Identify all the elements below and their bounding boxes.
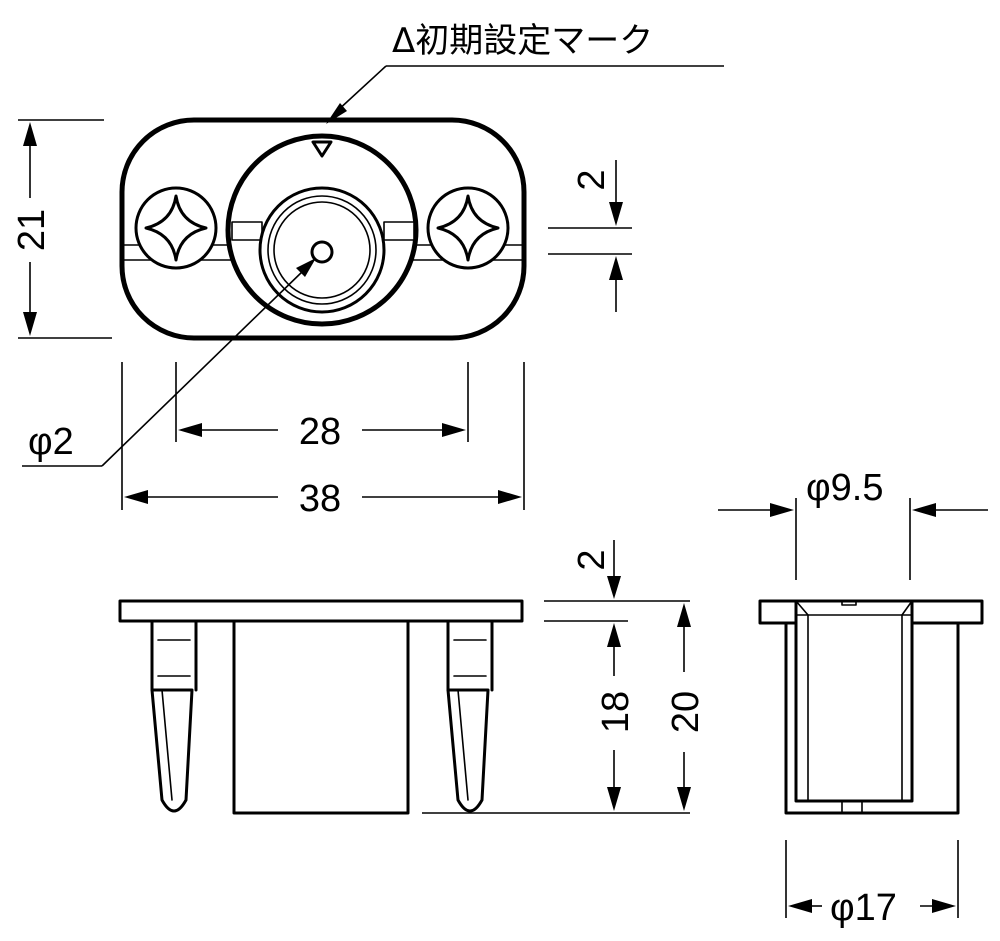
dim-width-38: 38 [121,362,525,520]
dim-front-heights: 2 18 20 [422,540,707,814]
initial-mark-triangle [311,140,333,158]
left-screw [134,186,218,270]
dim-diameter-9-5: φ9.5 [718,467,988,580]
dim-gap-2-top: 2 [548,160,632,312]
side-view [758,599,984,815]
right-pin [446,619,494,813]
dim-2-flange-label: 2 [571,549,613,570]
dim-2-top-label: 2 [571,169,613,190]
center-hole [310,240,334,264]
plate-outline [119,117,527,341]
dim-18-label: 18 [595,691,637,733]
dim-20-label: 20 [665,691,707,733]
front-view [118,599,524,815]
dim-phi2: φ2 [22,258,316,467]
left-pin [150,619,198,813]
dim-diameter-17: φ17 [785,840,959,929]
dim-17-label: φ17 [830,887,897,929]
top-view [119,117,527,341]
dim-9-5-label: φ9.5 [806,467,883,509]
dim-28-label: 28 [299,411,341,453]
dim-pitch-28: 28 [175,362,469,453]
initial-mark-label: Δ初期設定マーク [392,21,653,61]
right-screw [426,186,510,270]
dim-phi2-label: φ2 [28,421,74,463]
dim-height-21: 21 [11,119,112,339]
dim-21-label: 21 [11,209,53,251]
dim-38-label: 38 [299,478,341,520]
initial-mark-leader: Δ初期設定マーク [326,21,724,124]
